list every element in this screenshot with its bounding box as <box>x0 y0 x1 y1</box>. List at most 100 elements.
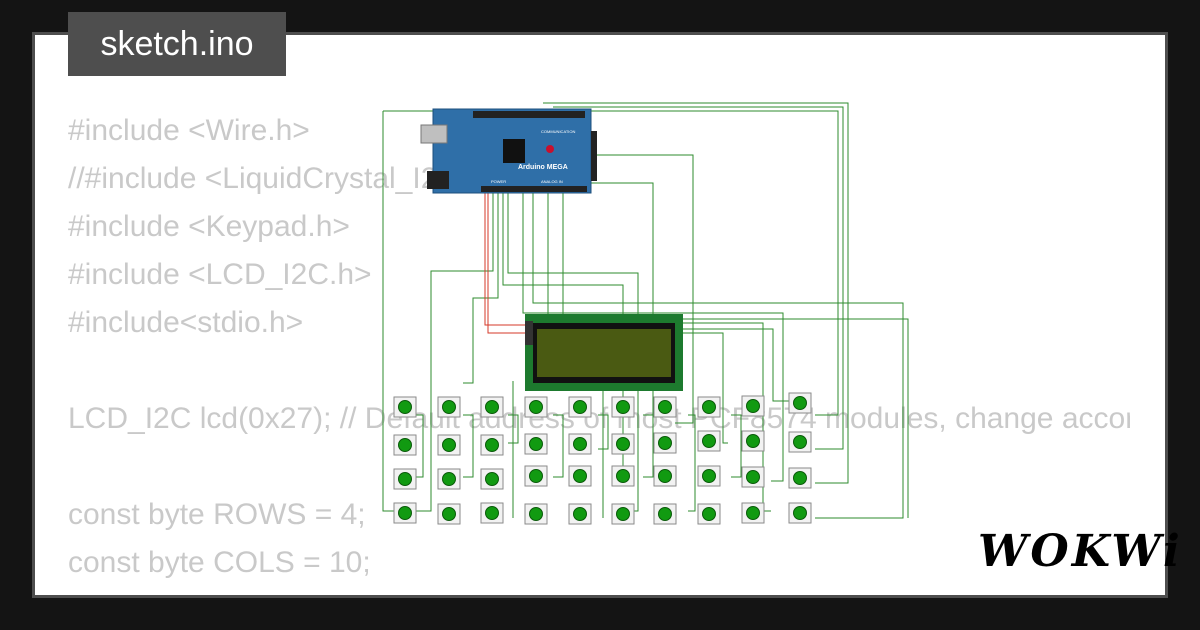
button-cap <box>442 507 456 521</box>
keypad-button <box>568 503 592 525</box>
keypad-button <box>697 396 721 418</box>
wire <box>522 193 784 482</box>
wire <box>688 414 696 512</box>
button-cap <box>485 506 499 520</box>
wire <box>484 193 528 326</box>
button-cap <box>658 436 672 450</box>
code-line: const byte ROWS = 4; <box>68 498 366 531</box>
code-line: const byte COLS = 10; <box>68 546 371 579</box>
keypad-button <box>611 396 635 418</box>
board-header-label: COMMUNICATION <box>541 129 575 134</box>
wire <box>683 328 793 402</box>
keypad-button <box>524 503 548 525</box>
keypad-button <box>437 396 461 418</box>
button-cap <box>398 438 412 452</box>
wire <box>532 193 904 519</box>
wire <box>508 414 519 444</box>
button-cap <box>616 437 630 451</box>
button-cap <box>793 471 807 485</box>
keypad-button <box>653 503 677 525</box>
keypad-button <box>393 502 417 524</box>
keypad-button <box>437 468 461 490</box>
button-cap <box>746 470 760 484</box>
wire <box>413 193 494 512</box>
wire <box>563 110 839 416</box>
button-cap <box>573 437 587 451</box>
button-cap <box>529 507 543 521</box>
button-cap <box>702 507 716 521</box>
keypad-button <box>741 502 765 524</box>
wire <box>547 193 771 512</box>
code-line: #include <LCD_I2C.h> <box>68 258 372 291</box>
bottom-header <box>481 186 587 192</box>
button-cap <box>529 400 543 414</box>
wire <box>731 414 742 478</box>
keypad-button <box>437 434 461 456</box>
keypad-button <box>653 432 677 454</box>
reset-button <box>546 145 554 153</box>
keypad-button <box>697 430 721 452</box>
button-cap <box>746 506 760 520</box>
keypad-button <box>480 502 504 524</box>
board-analog-label: ANALOG IN <box>541 179 563 184</box>
lcd-screen <box>537 329 671 377</box>
wokwi-logo: WOKWi <box>978 526 1183 577</box>
keypad-button <box>653 396 677 418</box>
button-cap <box>529 469 543 483</box>
keypad-button <box>788 502 812 524</box>
button-cap <box>573 400 587 414</box>
wire <box>507 193 639 512</box>
button-cap <box>658 469 672 483</box>
keypad-button <box>741 395 765 417</box>
keypad-button <box>480 468 504 490</box>
button-cap <box>398 472 412 486</box>
button-cap <box>442 438 456 452</box>
wire <box>598 414 609 450</box>
wire <box>643 414 654 478</box>
keypad-button <box>788 392 812 414</box>
top-header <box>473 111 585 118</box>
keypad-button <box>741 430 765 452</box>
button-cap <box>658 400 672 414</box>
keypad-button <box>568 433 592 455</box>
keypad-button <box>741 466 765 488</box>
lcd-i2c-header <box>525 321 533 345</box>
button-cap <box>793 435 807 449</box>
button-cap <box>793 506 807 520</box>
wire <box>413 414 424 478</box>
keypad-button <box>437 503 461 525</box>
power-jack <box>427 171 449 189</box>
keypad-button <box>697 503 721 525</box>
keypad-button <box>524 396 548 418</box>
wire <box>562 193 728 444</box>
wire <box>487 193 528 334</box>
button-cap <box>746 399 760 413</box>
wire <box>593 154 694 424</box>
wire <box>543 102 849 484</box>
preview-frame: #include <Wire.h>//#include <LiquidCryst… <box>32 32 1168 598</box>
code-line: #include <Keypad.h> <box>68 210 350 243</box>
button-cap <box>573 469 587 483</box>
keypad-button <box>524 465 548 487</box>
button-cap <box>442 400 456 414</box>
button-cap <box>442 472 456 486</box>
keypad-button <box>524 433 548 455</box>
keypad-button <box>480 434 504 456</box>
button-cap <box>485 400 499 414</box>
wire <box>463 414 474 478</box>
chip <box>503 139 525 163</box>
board-power-label: POWER <box>491 179 506 184</box>
button-cap <box>573 507 587 521</box>
keypad-button <box>393 434 417 456</box>
file-tab[interactable]: sketch.ino <box>68 12 286 76</box>
keypad-button <box>568 396 592 418</box>
button-cap <box>702 400 716 414</box>
button-cap <box>702 469 716 483</box>
keypad-button <box>611 465 635 487</box>
button-cap <box>702 434 716 448</box>
keypad-button <box>393 468 417 490</box>
keypad-button <box>393 396 417 418</box>
keypad-button <box>653 465 677 487</box>
button-cap <box>485 472 499 486</box>
